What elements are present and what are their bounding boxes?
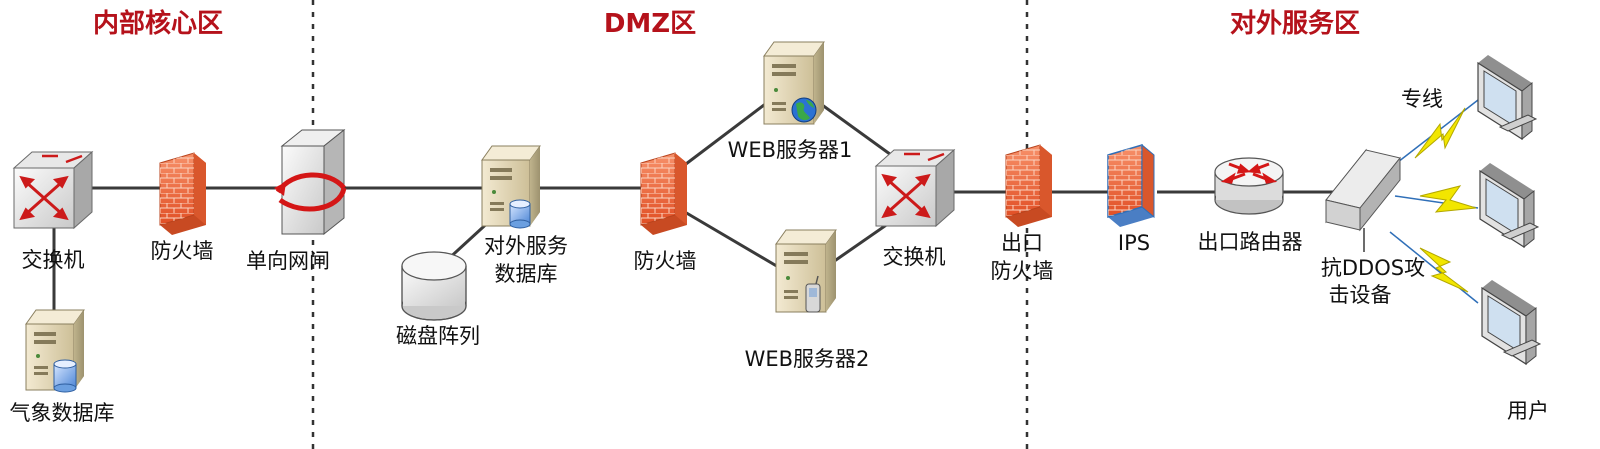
database-server-icon-service bbox=[481, 145, 541, 229]
gatekeeper-icon bbox=[274, 128, 347, 236]
label-ddos-line2: 击设备 bbox=[1329, 283, 1392, 307]
label-dmz-firewall: 防火墙 bbox=[634, 249, 697, 273]
label-core-switch: 交换机 bbox=[22, 248, 85, 272]
ddos-device-icon bbox=[1325, 148, 1401, 232]
bolt-icon bbox=[1394, 185, 1479, 213]
label-web1: WEB服务器1 bbox=[728, 138, 853, 162]
label-exit-fw-line2: 防火墙 bbox=[991, 259, 1054, 283]
label-ddos-line1: 抗DDOS攻 bbox=[1321, 256, 1425, 280]
link-firewall-web2 bbox=[677, 206, 781, 270]
label-dmz-switch: 交换机 bbox=[883, 245, 946, 269]
firewall-icon-core bbox=[159, 152, 206, 235]
monitor-icon bbox=[1477, 55, 1538, 141]
firewall-icon-exit bbox=[1005, 144, 1052, 227]
globe-icon bbox=[791, 97, 817, 123]
switch-icon-core bbox=[12, 150, 94, 230]
label-router: 出口路由器 bbox=[1198, 230, 1303, 254]
dedicated-line-bolts bbox=[1389, 99, 1479, 304]
link-firewall-web1 bbox=[677, 100, 769, 172]
cylinder-icon bbox=[53, 359, 77, 393]
connections bbox=[52, 100, 1365, 318]
zone-title-core: 内部核心区 bbox=[93, 8, 223, 39]
web-server-icon-1 bbox=[763, 41, 825, 125]
web-server-icon-2 bbox=[775, 229, 837, 313]
label-gatekeeper: 单向网闸 bbox=[246, 249, 330, 273]
switch-icon-dmz bbox=[874, 148, 956, 228]
monitor-icon bbox=[1479, 163, 1540, 249]
router-icon bbox=[1214, 157, 1284, 215]
label-weather-db: 气象数据库 bbox=[10, 401, 115, 425]
disk-array-icon bbox=[401, 251, 467, 321]
firewall-icon-dmz bbox=[640, 152, 687, 235]
bolt-icon bbox=[1397, 99, 1479, 163]
monitor-icon bbox=[1481, 280, 1542, 366]
cylinder-icon bbox=[509, 199, 531, 229]
database-server-icon-weather bbox=[25, 309, 85, 393]
mobile-phone-icon bbox=[805, 275, 821, 313]
zone-title-external: 对外服务区 bbox=[1230, 9, 1360, 39]
label-exit-fw-line1: 出口 bbox=[1001, 231, 1043, 255]
label-dedicated-line: 专线 bbox=[1401, 87, 1443, 111]
label-users: 用户 bbox=[1507, 399, 1549, 423]
label-web2: WEB服务器2 bbox=[745, 347, 870, 371]
label-ips: IPS bbox=[1118, 231, 1150, 255]
label-disk-array: 磁盘阵列 bbox=[396, 324, 480, 348]
ips-icon bbox=[1107, 143, 1155, 227]
label-service-db-line2: 数据库 bbox=[495, 262, 558, 286]
bolt-icon bbox=[1389, 231, 1479, 304]
label-service-db-line1: 对外服务 bbox=[484, 234, 568, 258]
zone-title-dmz: DMZ区 bbox=[604, 9, 696, 39]
label-core-firewall: 防火墙 bbox=[151, 239, 214, 263]
